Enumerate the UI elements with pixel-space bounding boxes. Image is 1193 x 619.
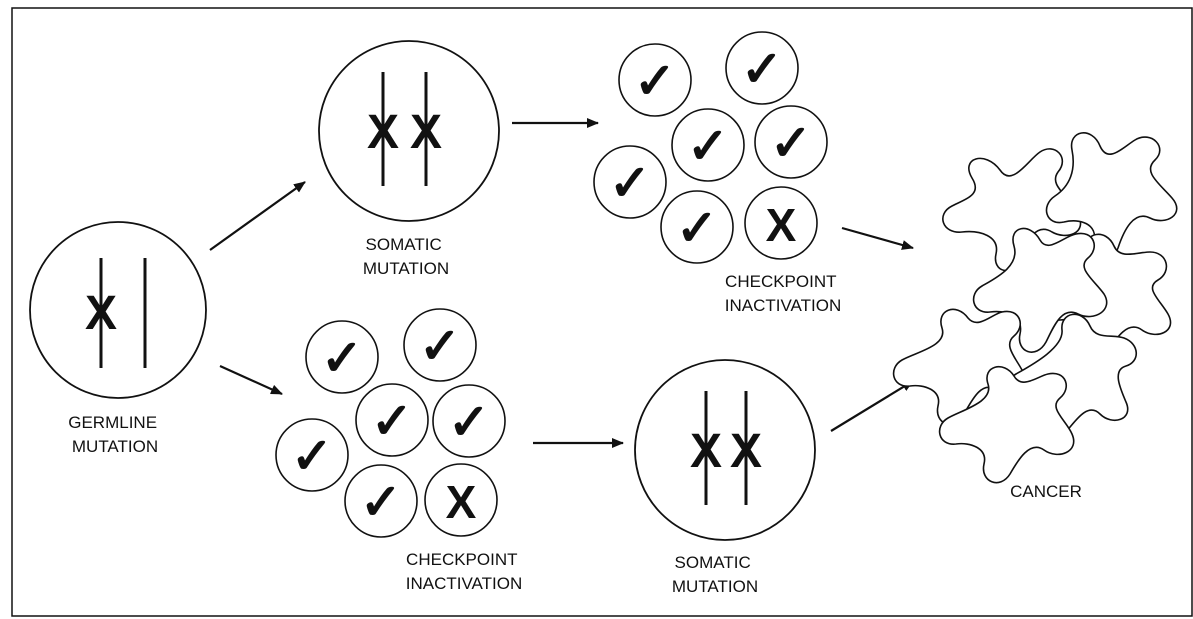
arrow-somatic-to-cancer (830, 380, 914, 432)
diagram-frame (11, 7, 1193, 617)
check-mark: ✓ (321, 330, 363, 386)
svg-text:CHECKPOINT INACTIVATION: CHECKPOINT INACTIVATION (406, 550, 523, 593)
somatic-cell-bottom: X X (634, 359, 816, 541)
germline-label-line2: MUTATION (72, 437, 158, 456)
check-mark: ✓ (419, 318, 461, 374)
germline-label-line1: GERMLINE (68, 413, 157, 432)
cancer-label: CANCER (1010, 482, 1082, 501)
somatic-bottom-label-line1: SOMATIC (675, 553, 751, 572)
cancer-cell (1045, 132, 1178, 261)
somatic-top-mark-left: X (367, 106, 399, 159)
pathway-arrows (209, 118, 914, 448)
checkpoint-top-label-line1: CHECKPOINT (725, 272, 836, 291)
check-mark: ✓ (770, 115, 812, 171)
svg-text:SOMATIC MUTATION: SOMATIC MUTATION (363, 235, 449, 278)
cancer-cell-mass (892, 132, 1178, 484)
checkpoint-bottom-label-line2: INACTIVATION (406, 574, 523, 593)
somatic-cell-top: X X (318, 40, 500, 222)
cell-cluster-top: ✓ ✓ ✓ ✓ ✓ ✓ X (593, 31, 828, 264)
check-mark: ✓ (609, 155, 651, 211)
cell-cluster-bottom: ✓ ✓ ✓ ✓ ✓ ✓ X (275, 308, 506, 538)
check-mark: ✓ (741, 41, 783, 97)
check-mark: ✓ (291, 428, 333, 484)
somatic-top-mark-right: X (410, 106, 442, 159)
check-mark: ✓ (634, 53, 676, 109)
checkpoint-top-label-line2: INACTIVATION (725, 296, 842, 315)
checkpoint-bottom-label-line1: CHECKPOINT (406, 550, 517, 569)
germline-cell: X (29, 221, 207, 399)
somatic-top-label-line1: SOMATIC (366, 235, 442, 254)
somatic-bottom-label-line2: MUTATION (672, 577, 758, 596)
arrow-checkpoint-to-cancer (841, 226, 914, 250)
check-mark: ✓ (448, 394, 490, 450)
svg-text:CHECKPOINT INACTIVATION: CHECKPOINT INACTIVATION (725, 272, 842, 315)
somatic-bottom-mark-left: X (690, 425, 722, 478)
arrow-germline-to-checkpoint (219, 364, 283, 396)
svg-text:GERMLINE MUTATION: GERMLINE MUTATION (68, 413, 162, 456)
cancer-cell (942, 148, 1082, 272)
check-mark: ✓ (371, 393, 413, 449)
somatic-top-label-line2: MUTATION (363, 259, 449, 278)
check-mark: ✓ (676, 200, 718, 256)
check-mark: ✓ (360, 474, 402, 530)
cancer-cell (938, 365, 1075, 484)
check-mark: ✓ (687, 118, 729, 174)
svg-text:SOMATIC MUTATION: SOMATIC MUTATION (672, 553, 758, 596)
cluster-mutation-mark: X (446, 476, 477, 528)
germline-mutation-mark: X (85, 287, 117, 340)
somatic-bottom-mark-right: X (730, 425, 762, 478)
arrow-germline-to-somatic (209, 181, 306, 251)
cluster-mutation-mark: X (766, 199, 797, 251)
